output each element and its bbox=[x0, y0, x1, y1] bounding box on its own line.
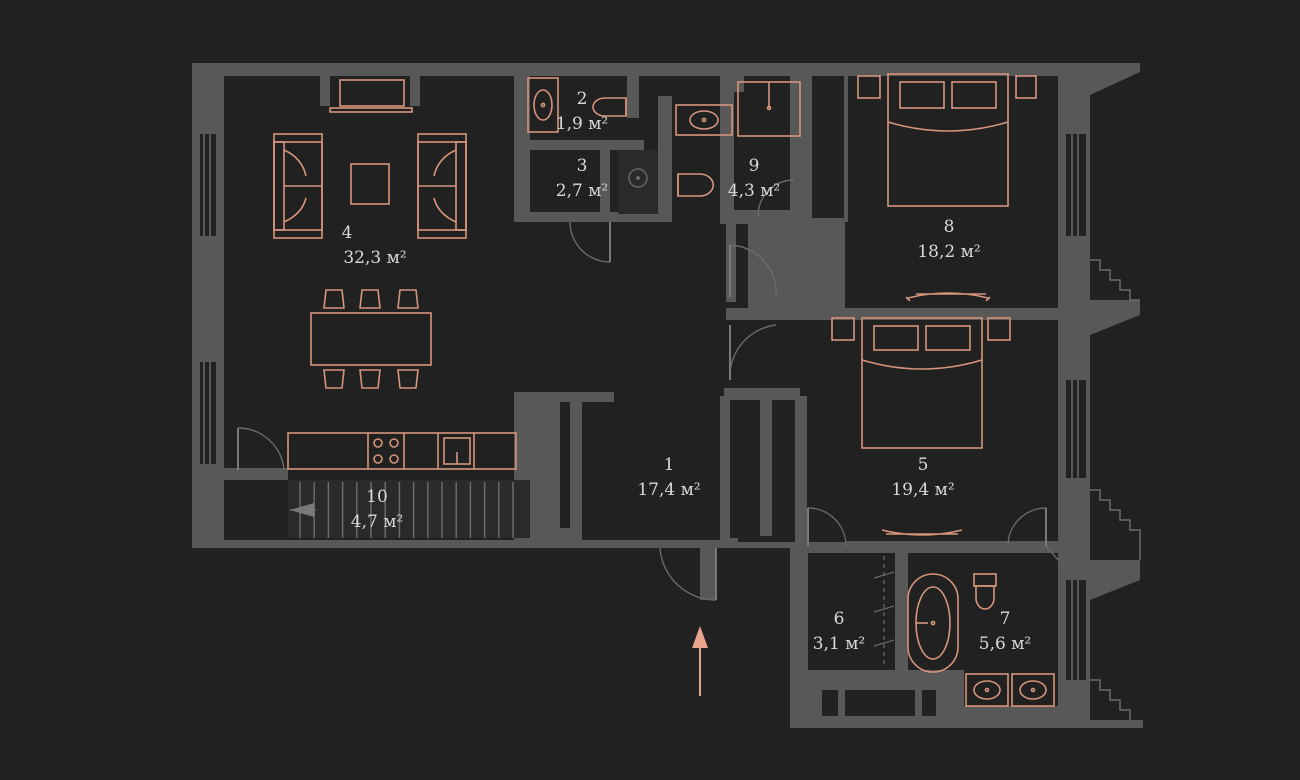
tv-icon bbox=[329, 79, 413, 113]
room-label-9: 9 4,3 м² bbox=[728, 156, 780, 201]
door-swing bbox=[757, 179, 795, 217]
toilet-icon bbox=[592, 97, 627, 117]
room-label-6: 6 3,1 м² bbox=[813, 609, 865, 654]
room-label-3: 3 2,7 м² bbox=[556, 156, 608, 201]
room-number: 1 bbox=[664, 455, 675, 475]
toilet-icon bbox=[973, 573, 997, 610]
doors bbox=[237, 179, 1059, 601]
door-swing bbox=[729, 244, 777, 298]
entry-arrow-icon bbox=[692, 626, 708, 696]
room-area: 32,3 м² bbox=[343, 248, 406, 268]
room-label-1: 1 17,4 м² bbox=[637, 455, 700, 500]
room-area: 19,4 м² bbox=[891, 480, 954, 500]
sofa-icon bbox=[417, 133, 467, 239]
room-labels: 1 17,4 м² 2 1,9 м² 3 2,7 м² 4 32,3 м² 5 … bbox=[342, 89, 1032, 654]
bathtub-icon bbox=[907, 573, 959, 673]
room-number: 6 bbox=[834, 609, 845, 629]
room-area: 3,1 м² bbox=[813, 634, 865, 654]
room-area: 18,2 м² bbox=[917, 242, 980, 262]
bed-icon bbox=[857, 73, 1037, 207]
kitchen-counter bbox=[287, 432, 517, 470]
room-area: 2,7 м² bbox=[556, 181, 608, 201]
room-number: 3 bbox=[577, 156, 588, 176]
room-area: 4,3 м² bbox=[728, 181, 780, 201]
room-label-4: 4 32,3 м² bbox=[342, 223, 407, 268]
shower-icon bbox=[737, 81, 801, 137]
door-swing bbox=[1007, 507, 1047, 547]
dining-table-icon bbox=[310, 289, 432, 389]
door-swing bbox=[1045, 545, 1059, 561]
toilet-icon bbox=[677, 173, 714, 197]
room-number: 10 bbox=[366, 487, 388, 507]
sofa-icon bbox=[273, 133, 323, 239]
wardrobe-icon bbox=[881, 529, 963, 536]
sink-icon bbox=[527, 77, 559, 133]
room-number: 5 bbox=[918, 455, 929, 475]
room-number: 7 bbox=[1000, 609, 1011, 629]
room-label-10: 10 4,7 м² bbox=[351, 487, 403, 532]
room-number: 9 bbox=[749, 156, 760, 176]
door-swing bbox=[569, 221, 611, 263]
room-number: 2 bbox=[577, 89, 588, 109]
room-number: 8 bbox=[944, 217, 955, 237]
room-number: 4 bbox=[342, 223, 353, 243]
room-label-5: 5 19,4 м² bbox=[891, 455, 954, 500]
room-area: 17,4 м² bbox=[637, 480, 700, 500]
door-swing bbox=[237, 427, 285, 471]
room-label-8: 8 18,2 м² bbox=[917, 217, 980, 262]
sink-icon bbox=[443, 437, 471, 465]
wardrobe-icon bbox=[905, 292, 991, 302]
hanger-rail bbox=[873, 556, 895, 668]
bed-icon bbox=[831, 317, 1011, 449]
shower-icon bbox=[618, 150, 658, 214]
room-area: 4,7 м² bbox=[351, 512, 403, 532]
room-area: 1,9 м² bbox=[556, 114, 608, 134]
furniture bbox=[273, 73, 1055, 707]
stove-icon bbox=[373, 438, 399, 464]
room-area: 5,6 м² bbox=[979, 634, 1031, 654]
sink-icon bbox=[965, 673, 1055, 707]
room-label-7: 7 5,6 м² bbox=[979, 609, 1031, 654]
sink-icon bbox=[675, 104, 733, 136]
coffee-table-icon bbox=[350, 163, 390, 205]
room-label-2: 2 1,9 м² bbox=[556, 89, 608, 134]
door-swing bbox=[807, 507, 847, 547]
door-swing bbox=[659, 547, 717, 601]
staircase bbox=[288, 480, 530, 538]
